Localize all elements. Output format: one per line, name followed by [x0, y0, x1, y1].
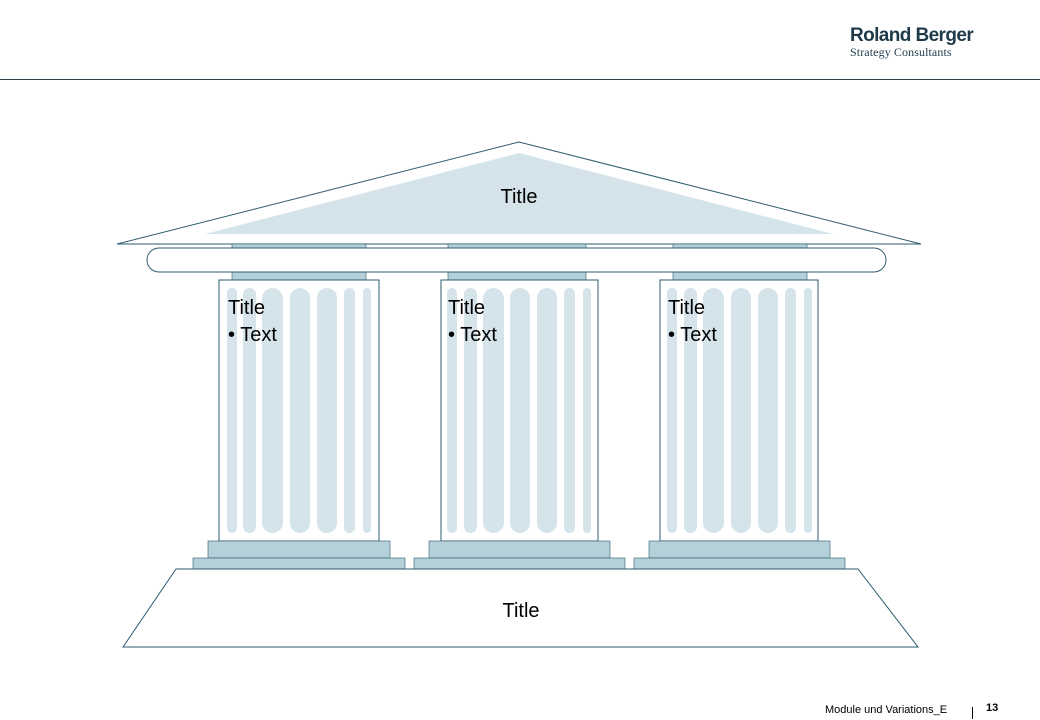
- flute: [703, 288, 724, 533]
- flute: [227, 288, 237, 533]
- flute: [262, 288, 283, 533]
- flute: [344, 288, 355, 533]
- flute: [785, 288, 796, 533]
- pillar-2-bullet: • Text: [448, 324, 497, 346]
- flute: [363, 288, 371, 533]
- foundation-title: Title: [502, 600, 539, 622]
- pillar-3-plinth: [648, 540, 831, 559]
- flute: [464, 288, 477, 533]
- flute: [667, 288, 677, 533]
- flute: [290, 288, 310, 533]
- roland-berger-logo: Roland Berger Strategy Consultants: [850, 26, 980, 59]
- pillar-2: Title • Text: [413, 279, 626, 570]
- column-capitals: [231, 243, 808, 281]
- capital-top-3: [672, 243, 808, 249]
- foundation-outline: [122, 568, 920, 648]
- capital-bottom-1: [231, 271, 367, 281]
- pillar-2-title: Title: [448, 297, 485, 319]
- capital-bottom-3: [672, 271, 808, 281]
- flute: [684, 288, 697, 533]
- pillar-1-plinth: [207, 540, 391, 559]
- header-divider: [0, 79, 1040, 80]
- pillar-3-base: [633, 557, 846, 570]
- pillar-2-plinth: [428, 540, 611, 559]
- flute: [510, 288, 530, 533]
- capital-top-1: [231, 243, 367, 249]
- pillar-1-base: [192, 557, 406, 570]
- logo-wordmark: Roland Berger: [850, 25, 974, 46]
- capital-bottom-2: [447, 271, 587, 281]
- roof-inner-fill: [205, 153, 833, 234]
- flute: [447, 288, 457, 533]
- pillar-2-flutes: [447, 288, 591, 533]
- flute: [564, 288, 575, 533]
- footer-page-number: 13: [986, 702, 999, 714]
- footer-separator: [972, 707, 973, 719]
- pillar-3: Title • Text: [633, 279, 846, 570]
- pillar-1-flutes: [227, 288, 371, 533]
- flute: [758, 288, 778, 533]
- flute: [537, 288, 557, 533]
- roof: Title: [116, 141, 922, 245]
- flute: [731, 288, 751, 533]
- pillar-1-bullet: • Text: [228, 324, 277, 346]
- footer-document-name: Module und Variations_E: [825, 704, 948, 716]
- pillar-3-title: Title: [668, 297, 705, 319]
- foundation: Title: [122, 568, 920, 648]
- flute: [317, 288, 337, 533]
- pillar-1: Title • Text: [192, 279, 406, 570]
- pillar-1-title: Title: [228, 297, 265, 319]
- logo-tagline: Strategy Consultants: [850, 45, 952, 59]
- flute: [804, 288, 812, 533]
- flute: [483, 288, 504, 533]
- pillar-3-bullet: • Text: [668, 324, 717, 346]
- architrave-bar: [146, 247, 887, 273]
- pillar-3-flutes: [667, 288, 812, 533]
- pillar-2-base: [413, 557, 626, 570]
- capital-top-2: [447, 243, 587, 249]
- flute: [243, 288, 256, 533]
- roof-title: Title: [500, 186, 537, 208]
- flute: [583, 288, 591, 533]
